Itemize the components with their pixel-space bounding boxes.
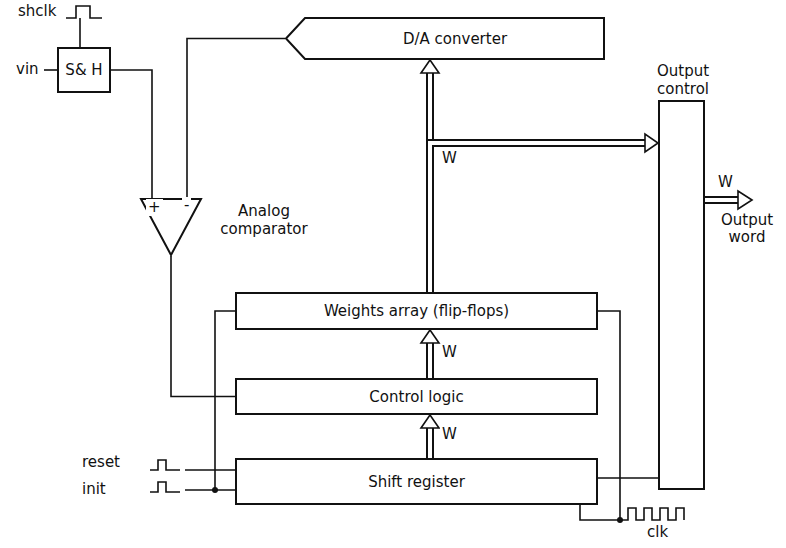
dac-outline: [286, 18, 604, 59]
node-text: Weights array (flip-flops): [324, 302, 509, 320]
input-sign: +: [146, 199, 163, 216]
bus-label: W: [716, 174, 735, 191]
init-wire: [185, 489, 235, 491]
output-bus: [703, 198, 740, 202]
signal-label: reset: [80, 454, 122, 471]
clk-wire: [580, 505, 622, 520]
node-text: Analog comparator: [214, 202, 314, 238]
shclk-wire: [79, 18, 81, 47]
node-text: S& H: [65, 61, 102, 79]
signal-label: init: [80, 481, 108, 498]
register-box: Shift register: [235, 458, 598, 505]
reset-pulse: [150, 460, 180, 470]
bus-inner: [428, 343, 432, 378]
arrowhead: [421, 60, 439, 73]
comparator-outline: [141, 199, 201, 255]
reset-wire: [185, 469, 235, 471]
arrowhead: [421, 330, 439, 343]
connector-line: [171, 256, 235, 397]
register-box: Weights array (flip-flops): [235, 292, 598, 330]
junction-dot: [212, 487, 218, 493]
bus-inner: [428, 428, 432, 458]
init-pulse: [150, 482, 180, 492]
clock-waveform: [622, 508, 684, 520]
clk-wire: [598, 311, 620, 520]
connector-line: [426, 428, 434, 458]
shclk-pulse: [66, 6, 102, 18]
bus-arrowhead: [738, 191, 752, 209]
connector-line: [430, 143, 645, 292]
signal-wire: [171, 256, 235, 397]
data-bus: [430, 134, 658, 292]
signal-label: shclk: [16, 3, 58, 20]
arrowhead: [421, 415, 439, 428]
node-text: Shift register: [368, 473, 465, 491]
bus-label: W: [440, 426, 459, 443]
logic-box: Control logic: [235, 378, 598, 415]
vin-wire: [44, 69, 57, 71]
node-text: Output control: [633, 62, 733, 98]
node-text: D/A converter: [403, 30, 507, 48]
connector-line: [187, 39, 285, 199]
output-control-box: Output control: [658, 100, 705, 490]
sample-hold-box: S& H: [57, 47, 111, 93]
junction-dot: [617, 517, 623, 523]
node-text: Control logic: [369, 388, 463, 406]
signal-wire: [111, 70, 152, 198]
data-bus: [421, 415, 439, 458]
signal-wire: [187, 39, 285, 199]
input-sign: -: [182, 197, 191, 214]
arrowhead: [645, 134, 658, 152]
connector-line: [111, 70, 152, 198]
dac-block: D/A converter: [285, 17, 605, 60]
data-bus: [421, 330, 439, 378]
bus-inner: [430, 143, 645, 292]
bus-label: W: [440, 150, 459, 167]
init-wire: [215, 311, 235, 490]
connector-line: [426, 343, 434, 378]
signal-label: clk: [645, 524, 670, 541]
signal-label: vin: [14, 61, 41, 78]
bus-label: W: [440, 344, 459, 361]
output-label: Output word: [708, 212, 786, 247]
